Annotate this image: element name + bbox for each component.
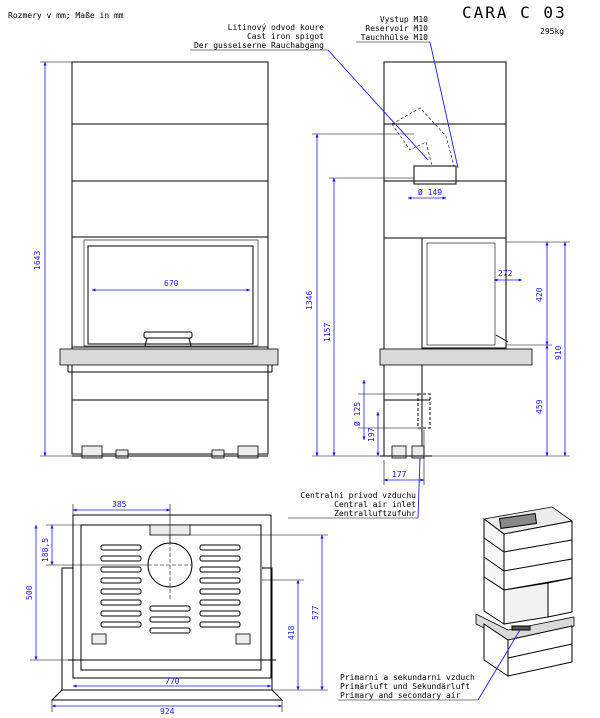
dim-total-height: 1643 (33, 251, 42, 270)
plan-grille-left (100, 544, 142, 628)
callout-air-de: Zentralluftzufuhr (334, 509, 416, 518)
dim-height-459: 459 (535, 399, 544, 414)
side-column (383, 61, 507, 239)
model-title: CARA C 03 (462, 3, 567, 22)
front-handle (143, 331, 193, 339)
isometric-view (475, 506, 575, 677)
callout-prim-de: Primärluft und Sekundärluft (340, 682, 470, 691)
dim-plan-924: 924 (160, 707, 175, 716)
plan-grille-right (199, 544, 241, 628)
callout-air-en: Central air inlet (334, 500, 416, 509)
dim-height-1157: 1157 (323, 323, 332, 342)
dim-plan-188: 188,5 (41, 538, 50, 562)
side-firebox (421, 237, 507, 349)
front-glass (87, 245, 254, 345)
side-hearth (379, 348, 533, 366)
callout-flue-de: Der gusseiserne Rauchabgang (194, 41, 324, 50)
dim-height-420: 420 (535, 287, 544, 302)
callout-flue-en: Cast iron spigot (247, 32, 324, 41)
dim-height-1346: 1346 (305, 291, 314, 310)
units-note: Rozmery v mm; Maße in mm (8, 11, 124, 20)
dim-inlet-offset: 177 (392, 470, 407, 479)
dim-height-910: 910 (554, 345, 563, 360)
front-view (59, 61, 279, 459)
dim-plan-418: 418 (287, 625, 296, 640)
callout-outlet-fr: Reservoir M10 (365, 24, 428, 33)
side-lower-column (383, 237, 423, 457)
plan-outline (72, 514, 272, 679)
dim-plan-770: 770 (165, 677, 180, 686)
weight-label: 295kg (540, 27, 564, 36)
callout-outlet-de: Tauchhülse M10 (361, 33, 429, 42)
side-view (379, 61, 533, 459)
dim-flue-diameter: Ø 149 (418, 187, 442, 197)
dim-plan-385: 385 (112, 500, 127, 509)
front-hearth (59, 348, 279, 366)
plan-view (50, 514, 284, 701)
dim-depth-272: 272 (498, 269, 513, 278)
callout-air-cz: Centralni privod vzduchu (300, 491, 416, 500)
dim-glass-width: 670 (164, 279, 179, 288)
callout-outlet-cz: Vystup M10 (380, 15, 428, 24)
callout-prim-en: Primary and secondary air (340, 691, 461, 700)
dim-plan-500: 500 (25, 585, 34, 600)
dim-height-197: 197 (367, 427, 376, 442)
dim-plan-577: 577 (311, 605, 320, 620)
plan-grille-center (149, 605, 191, 634)
dim-inlet-diameter: Ø 125 (352, 402, 362, 426)
callout-flue-cz: Litinový odvod koure (228, 23, 325, 32)
callout-prim-cz: Primarni a sekundarni vzduch (340, 673, 475, 682)
front-firebox (71, 236, 269, 348)
